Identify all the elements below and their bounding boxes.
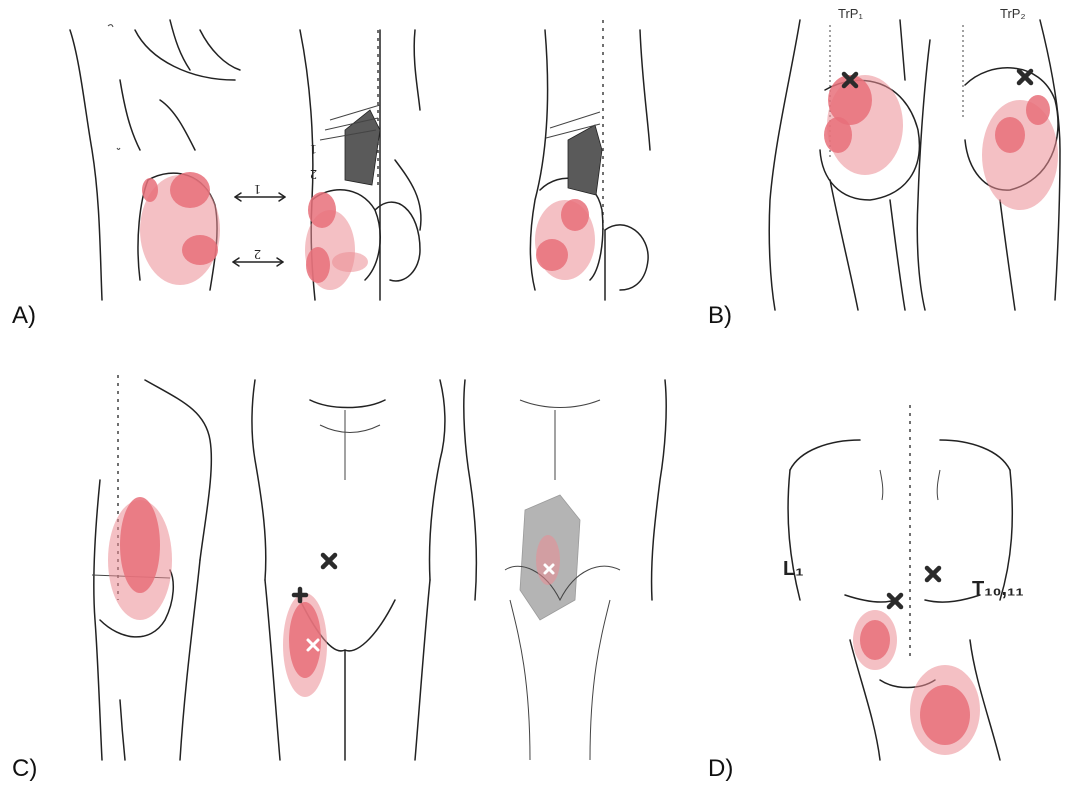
panel-c-skeleton-view [464,380,666,760]
trp2-cross [1019,71,1031,83]
panel-b-figures [769,20,1060,310]
arrow-label-2: 2 [254,245,261,261]
panel-label-b: B) [708,302,732,330]
trp1-label: TrP₁ [838,6,863,21]
l1-label: L₁ [783,558,804,581]
trp2-label: TrP₂ [1000,6,1026,21]
panel-a-back-view [300,30,421,300]
panel-c-front-view [252,380,445,760]
d-cross-2 [927,568,939,580]
panel-label-c: C) [12,755,37,783]
c-front-cross-1 [323,555,335,567]
panel-a-figures [70,20,650,300]
panel-label-d: D) [708,755,733,783]
muscle-label-1: 1 [310,140,317,156]
panel-label-a: A) [12,302,36,330]
arrow-label-1: 1 [254,180,261,196]
panel-c-back-view [92,375,211,760]
panel-c-figures [92,375,666,760]
t1011-label: T₁₀,₁₁ [972,578,1024,601]
muscle-label-2: 2 [310,165,317,181]
panel-a-torso-front [70,20,240,300]
panel-a-back-view-2 [530,20,650,300]
